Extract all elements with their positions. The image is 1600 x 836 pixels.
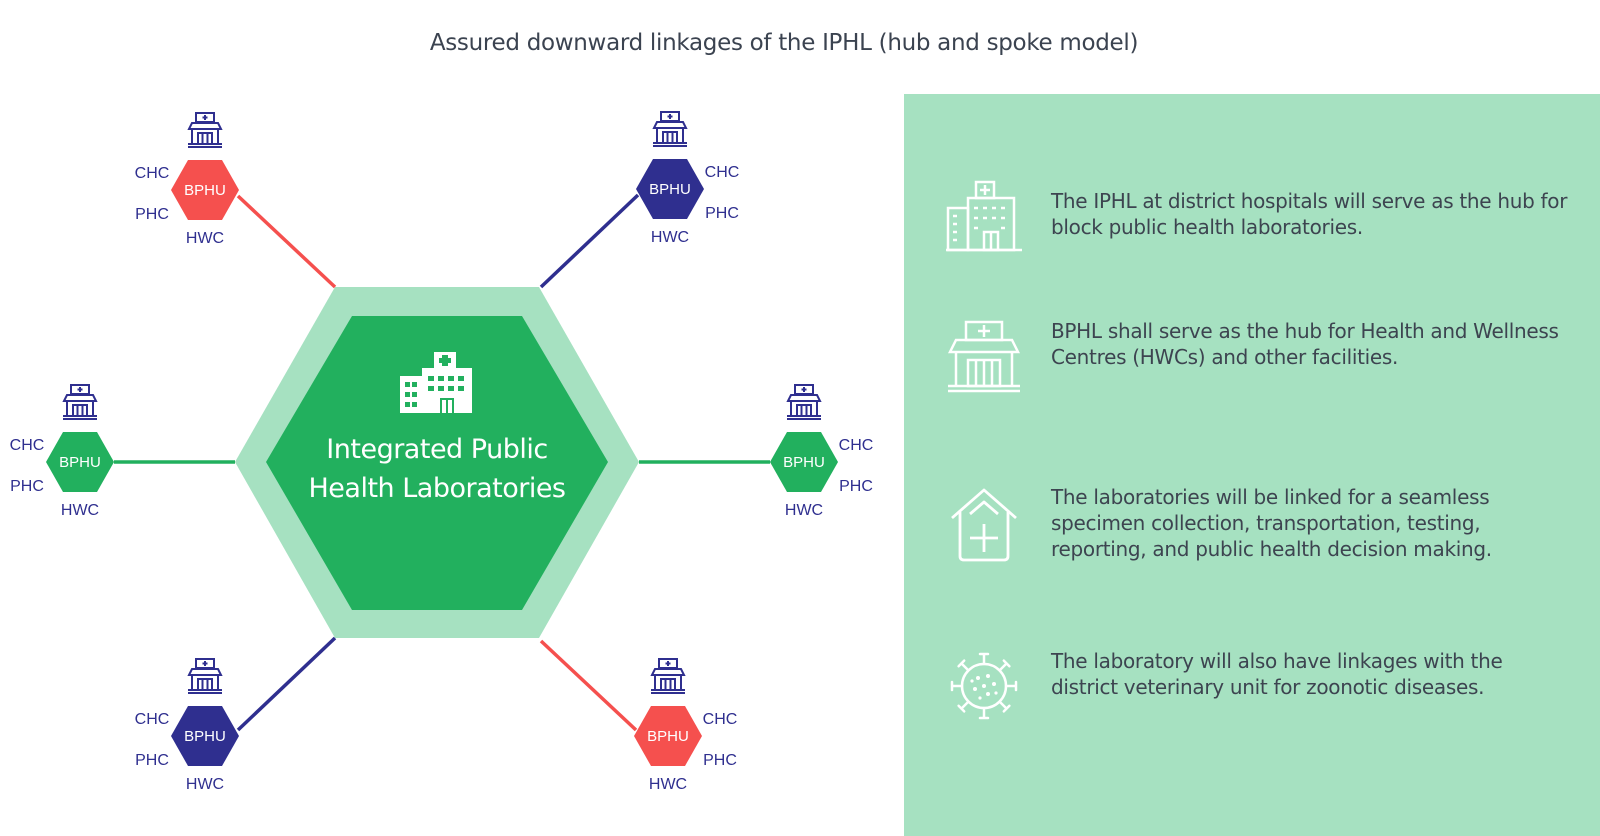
bphu-hexagon bbox=[171, 706, 239, 766]
health-centre-icon bbox=[652, 111, 688, 147]
hub: Integrated Public Health Laboratories bbox=[235, 287, 639, 638]
health-centre-icon bbox=[187, 112, 223, 148]
info-text: The laboratories will be linked for a se… bbox=[1051, 485, 1492, 561]
bphu-hexagon bbox=[770, 432, 838, 492]
hub-label-line1: Integrated Public bbox=[326, 434, 547, 465]
spoke-node-top-right: BPHU CHC PHC HWC bbox=[636, 111, 740, 246]
health-centre-icon bbox=[62, 384, 98, 420]
info-panel: The IPHL at district hospitals will serv… bbox=[904, 94, 1600, 836]
spoke-node-bottom-right: BPHU CHC PHC HWC bbox=[634, 658, 738, 793]
hwc-label: HWC bbox=[186, 776, 224, 793]
bphu-label: BPHU bbox=[647, 728, 689, 745]
hwc-label: HWC bbox=[61, 502, 99, 519]
spoke-line bbox=[539, 193, 640, 289]
chc-label: CHC bbox=[839, 437, 874, 454]
phc-label: PHC bbox=[10, 478, 44, 495]
chc-label: CHC bbox=[703, 711, 738, 728]
spoke-line bbox=[236, 194, 337, 289]
hwc-label: HWC bbox=[785, 502, 823, 519]
hospital-building-icon bbox=[400, 352, 472, 413]
phc-label: PHC bbox=[135, 206, 169, 223]
info-text: BPHL shall serve as the hub for Health a… bbox=[1051, 319, 1559, 369]
spoke-line bbox=[236, 636, 337, 732]
hwc-label: HWC bbox=[186, 230, 224, 247]
spoke-node-top-left: BPHU CHC PHC HWC bbox=[135, 112, 239, 247]
hwc-label: HWC bbox=[649, 776, 687, 793]
phc-label: PHC bbox=[703, 752, 737, 769]
spoke-node-middle-left: BPHU CHC PHC HWC bbox=[10, 384, 114, 519]
phc-label: PHC bbox=[135, 752, 169, 769]
hub-label-line2: Health Laboratories bbox=[308, 473, 565, 504]
spoke-node-bottom-left: BPHU CHC PHC HWC bbox=[135, 658, 239, 793]
health-centre-icon bbox=[947, 320, 1021, 393]
spoke-nodes: BPHUCHCPHCHWCBPHUCHCPHCHWCBPHUCHCPHCHWCB… bbox=[10, 111, 874, 793]
hub-inner-hexagon bbox=[266, 316, 608, 610]
spoke-node-middle-right: BPHU CHC PHC HWC bbox=[770, 384, 874, 519]
district-hospital-icon bbox=[946, 180, 1022, 252]
info-text: The IPHL at district hospitals will serv… bbox=[1051, 189, 1568, 239]
health-centre-icon bbox=[650, 658, 686, 694]
hub-spoke-diagram: Integrated Public Health Laboratories BP… bbox=[10, 111, 874, 793]
bphu-label: BPHU bbox=[184, 182, 226, 199]
hwc-label: HWC bbox=[651, 229, 689, 246]
info-text: The laboratory will also have linkages w… bbox=[1051, 649, 1503, 699]
page-title: Assured downward linkages of the IPHL (h… bbox=[429, 30, 1139, 56]
spoke-lines bbox=[114, 193, 770, 732]
bphu-hexagon bbox=[46, 432, 114, 492]
health-centre-icon bbox=[187, 658, 223, 694]
chc-label: CHC bbox=[135, 711, 170, 728]
spoke-line bbox=[539, 639, 638, 732]
home-plus-icon bbox=[951, 488, 1017, 562]
bphu-hexagon bbox=[171, 160, 239, 220]
bphu-label: BPHU bbox=[59, 454, 101, 471]
phc-label: PHC bbox=[839, 478, 873, 495]
bphu-hexagon bbox=[634, 706, 702, 766]
phc-label: PHC bbox=[705, 205, 739, 222]
bphu-label: BPHU bbox=[649, 181, 691, 198]
chc-label: CHC bbox=[705, 164, 740, 181]
chc-label: CHC bbox=[135, 165, 170, 182]
bphu-label: BPHU bbox=[184, 728, 226, 745]
virus-icon bbox=[950, 652, 1018, 720]
bphu-label: BPHU bbox=[783, 454, 825, 471]
bphu-hexagon bbox=[636, 159, 704, 219]
health-centre-icon bbox=[786, 384, 822, 420]
chc-label: CHC bbox=[10, 437, 45, 454]
